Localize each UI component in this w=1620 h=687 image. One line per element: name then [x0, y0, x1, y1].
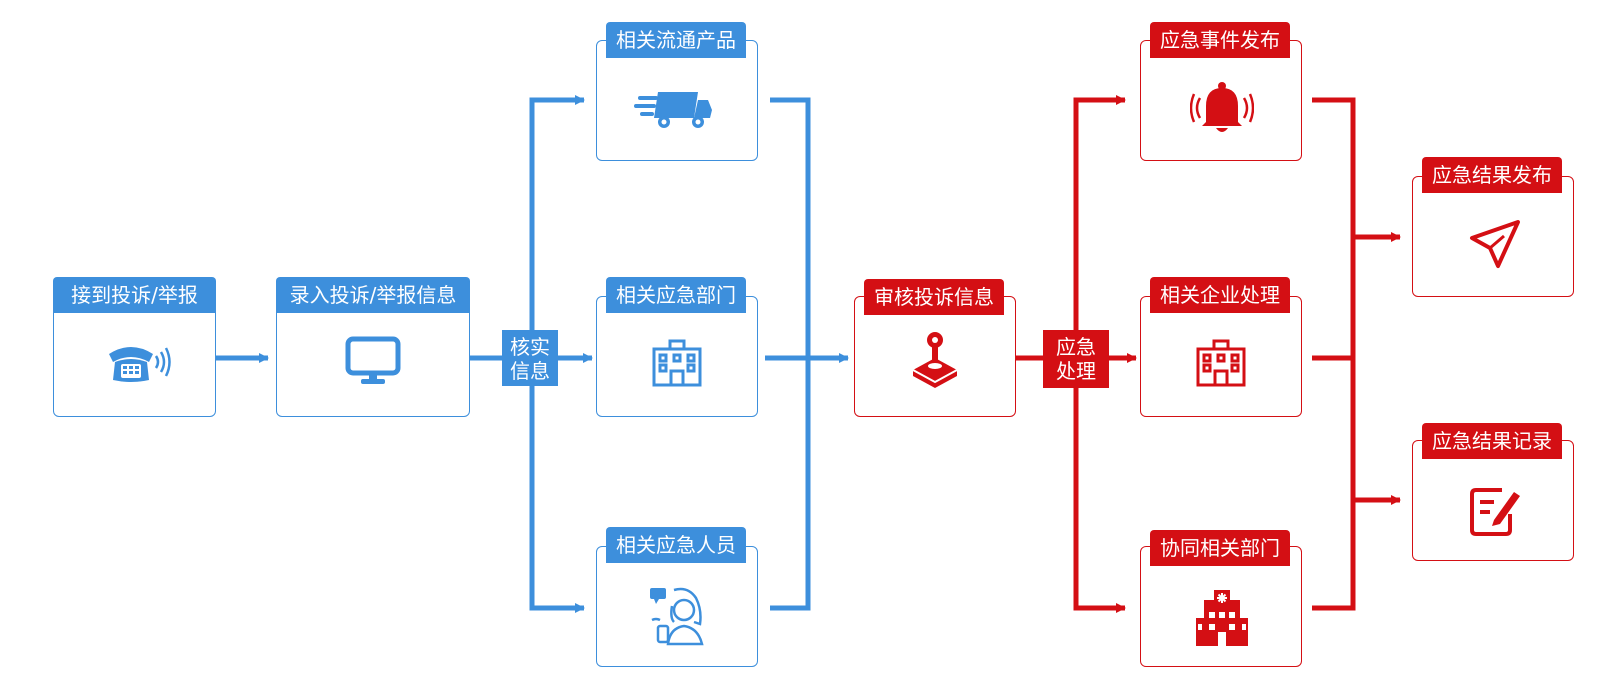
edit-note-icon: [1470, 488, 1520, 536]
node-enterprise-handling: [1140, 296, 1302, 417]
verify-info-label: 核实 信息: [502, 330, 558, 386]
emergency-handling-line2: 处理: [1056, 359, 1096, 383]
node-record-label: 录入投诉/举报信息: [276, 277, 470, 313]
emergency-handling-label: 应急 处理: [1043, 330, 1109, 388]
node-related-products: [596, 40, 758, 161]
support-agent-icon: [650, 587, 704, 646]
paper-plane-icon: [1470, 220, 1520, 268]
office-building-icon: [652, 339, 702, 387]
node-enterprise-label: 相关企业处理: [1150, 277, 1290, 313]
verify-info-line2: 信息: [510, 359, 550, 383]
merge-trunk-results: [1312, 97, 1356, 611]
node-result-publish: [1412, 176, 1574, 297]
node-departments-label: 相关应急部门: [606, 277, 746, 313]
merge-trunk-review: [770, 97, 811, 611]
node-products-label: 相关流通产品: [606, 22, 746, 58]
delivery-truck-icon: [634, 92, 712, 128]
monitor-icon: [345, 336, 401, 384]
telephone-icon: [109, 347, 171, 382]
node-result-record-label: 应急结果记录: [1422, 423, 1562, 459]
joystick-icon: [912, 332, 958, 388]
office-building-icon: [1196, 339, 1246, 387]
alarm-bell-icon: [1190, 82, 1254, 132]
node-coordinate-label: 协同相关部门: [1150, 530, 1290, 566]
emergency-handling-line1: 应急: [1056, 335, 1096, 359]
node-review-label: 审核投诉信息: [864, 279, 1004, 315]
node-result-publish-label: 应急结果发布: [1422, 157, 1562, 193]
node-receive-label: 接到投诉/举报: [53, 277, 216, 313]
node-event-publish-label: 应急事件发布: [1150, 22, 1290, 58]
verify-info-line1: 核实: [510, 335, 550, 359]
hospital-icon: [1196, 590, 1248, 646]
node-personnel-label: 相关应急人员: [606, 527, 746, 563]
node-related-personnel: [596, 546, 758, 667]
